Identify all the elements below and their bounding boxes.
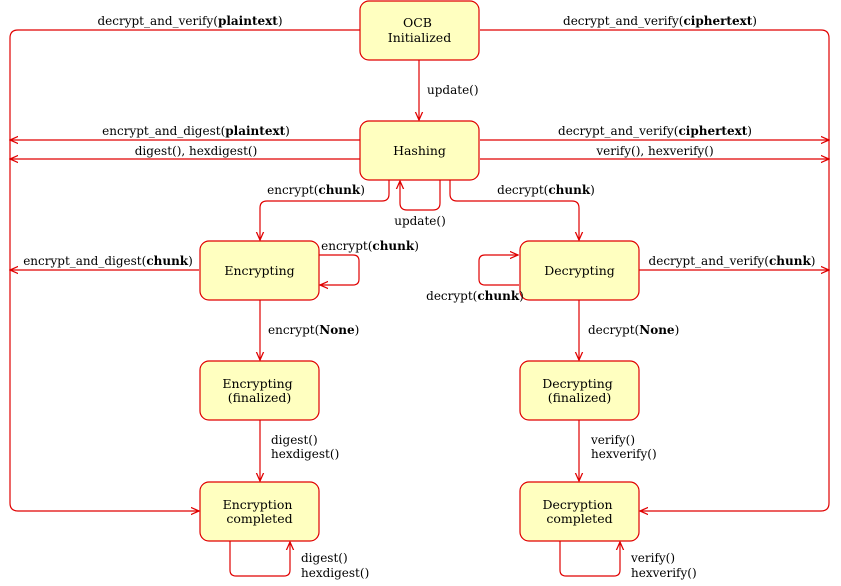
svg-text:Encrypting (finalized): Encrypting (finalized)	[222, 376, 296, 405]
label-encrypting-to-finalized: encrypt(None)	[268, 323, 359, 337]
edge-hashing-self-loop	[400, 180, 441, 211]
label-encrypting-self-loop: encrypt(chunk)	[321, 239, 419, 253]
label-decrypting-right: decrypt_and_verify(chunk)	[649, 254, 816, 268]
node-decryption-completed: Decryption completed	[519, 481, 640, 542]
node-encryption-completed: Encryption completed	[199, 481, 320, 542]
label-encrypting-left: encrypt_and_digest(chunk)	[23, 254, 193, 268]
label-decrypting-to-finalized: decrypt(None)	[588, 323, 679, 337]
node-decrypting: Decrypting	[519, 240, 640, 301]
label-ocb-to-hashing: update()	[427, 83, 479, 97]
label-hashing-to-encrypting: encrypt(chunk)	[267, 183, 365, 197]
svg-text:Decryption completed: Decryption completed	[542, 497, 616, 526]
edge-encryption-completed-self-loop	[229, 541, 290, 577]
svg-text:Encrypting: Encrypting	[224, 263, 294, 278]
label-top-right: decrypt_and_verify(ciphertext)	[563, 14, 757, 28]
svg-text:Hashing: Hashing	[393, 143, 446, 158]
svg-text:OCB Initialized: OCB Initialized	[388, 15, 451, 45]
label-hashing-right-1: decrypt_and_verify(ciphertext)	[558, 124, 752, 138]
edge-decryption-completed-self-loop	[559, 541, 620, 577]
node-encrypting-finalized: Encrypting (finalized)	[199, 360, 320, 421]
svg-text:Encryption completed: Encryption completed	[223, 497, 297, 526]
node-ocb-initialized: OCB Initialized	[359, 0, 480, 61]
node-decrypting-finalized: Decrypting (finalized)	[519, 360, 640, 421]
label-decrypting-finalized-to-completed: verify() hexverify()	[590, 433, 657, 461]
label-hashing-right-2: verify(), hexverify()	[595, 144, 713, 158]
label-encrypting-finalized-to-completed: digest() hexdigest()	[271, 433, 339, 461]
label-top-left: decrypt_and_verify(plaintext)	[97, 14, 282, 28]
edge-hashing-to-encrypting	[260, 180, 390, 240]
node-encrypting: Encrypting	[199, 240, 320, 301]
edge-hashing-to-decrypting	[449, 180, 579, 240]
edge-decrypting-self-loop	[478, 255, 519, 286]
svg-text:Decrypting (finalized): Decrypting (finalized)	[542, 376, 617, 405]
label-hashing-to-decrypting: decrypt(chunk)	[497, 183, 595, 197]
label-decryption-completed-self-loop: verify() hexverify()	[630, 551, 697, 580]
label-hashing-left-1: encrypt_and_digest(plaintext)	[102, 124, 290, 138]
label-encryption-completed-self-loop: digest() hexdigest()	[301, 551, 369, 580]
node-hashing: Hashing	[359, 120, 480, 181]
label-hashing-left-2: digest(), hexdigest()	[135, 144, 258, 158]
label-hashing-self-loop: update()	[394, 214, 446, 228]
edge-encrypting-self-loop	[319, 254, 360, 285]
svg-text:Decrypting: Decrypting	[544, 263, 615, 278]
label-decrypting-self-loop: decrypt(chunk)	[426, 289, 524, 303]
